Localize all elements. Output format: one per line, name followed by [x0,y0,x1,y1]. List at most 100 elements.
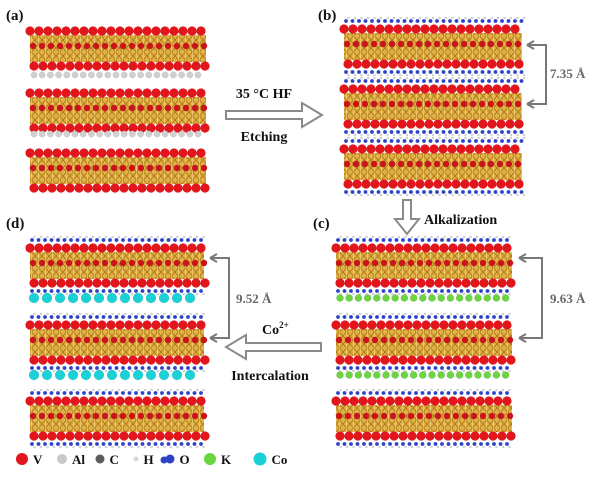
oxygen-atom [349,238,353,242]
vanadium-atom [92,104,100,112]
etching-condition: 35 °C HF [236,87,292,102]
vanadium-atom [514,59,524,69]
oxygen-atom [389,19,394,23]
oxygen-atom [454,70,459,74]
vanadium-atom [424,59,434,69]
vanadium-atom [119,355,129,365]
hydrogen-atom [423,388,427,392]
hydrogen-atom [470,136,474,140]
oxygen-atom [493,70,498,74]
oxygen-atom [388,315,392,319]
vanadium-atom [160,88,170,98]
hydrogen-atom [397,445,401,449]
oxygen-atom [427,391,431,395]
oxygen-atom [134,366,138,370]
oxygen-atom [375,442,379,446]
hydrogen-atom [443,369,446,373]
vanadium-atom [484,320,494,330]
oxygen-atom [446,366,451,370]
hydrogen-atom [516,136,519,140]
vanadium-atom [79,26,89,36]
hydrogen-atom [104,388,108,392]
vanadium-atom [448,320,458,330]
vanadium-atom [370,160,378,168]
oxygen-atom [381,442,386,446]
hydrogen-atom [462,235,466,239]
hydrogen-atom [425,193,428,197]
vanadium-atom [74,259,82,267]
vanadium-atom [487,160,495,168]
oxygen-atom [88,238,93,242]
hydrogen-atom [143,388,147,392]
vanadium-atom [438,24,448,34]
cobalt-ion [119,369,131,381]
hydrogen-atom [436,388,440,392]
oxygen-atom [422,70,426,74]
hydrogen-atom [470,193,474,197]
oxygen-atom [95,366,99,370]
vanadium-atom [362,278,372,288]
oxygen-atom [448,79,452,83]
vanadium-atom [25,320,35,330]
hydrogen-atom [451,193,454,197]
hydrogen-atom [156,312,160,316]
hydrogen-atom [202,292,205,296]
hydrogen-atom [176,445,179,449]
vanadium-atom [43,88,53,98]
hydrogen-atom [417,388,420,392]
oxygen-atom [95,391,99,395]
hydrogen-atom [469,445,472,449]
hydrogen-atom [384,235,388,239]
hydrogen-atom [353,16,357,20]
hydrogen-atom [469,388,472,392]
aluminium-atom [120,130,128,138]
legend-item-v: V [16,452,43,467]
vanadium-atom [164,183,174,193]
vanadium-atom [160,243,170,253]
hydrogen-atom [423,369,427,373]
hydrogen-atom [431,73,435,77]
oxygen-atom [472,315,477,319]
vanadium-atom [403,320,413,330]
aluminium-atom [153,130,161,138]
hydrogen-atom [522,16,526,20]
oxygen-atom [422,130,426,134]
vanadium-atom [101,355,111,365]
vanadium-atom [191,42,199,50]
hydrogen-atom [397,235,401,239]
vanadium-atom [470,278,480,288]
aluminium-atom [55,130,62,138]
vanadium-atom [38,61,48,71]
hydrogen-atom [392,73,396,77]
vanadium-atom [101,61,111,71]
vanadium-atom [137,278,147,288]
vanadium-atom [155,355,165,365]
vanadium-atom [460,59,470,69]
hydrogen-atom [366,193,370,197]
vanadium-atom [362,259,370,267]
oxygen-atom [114,366,119,370]
vanadium-atom [155,278,165,288]
aluminium-atom [63,71,71,79]
hydrogen-atom [418,73,422,77]
mxene-slab [331,235,516,296]
vanadium-atom [65,183,75,193]
oxygen-atom [160,442,164,446]
oxygen-atom [435,139,439,143]
oxygen-atom [49,315,54,319]
vanadium-atom [146,164,154,172]
vanadium-atom [510,84,520,94]
hydrogen-atom [456,312,459,316]
vanadium-atom [47,431,57,441]
vanadium-atom [56,104,64,112]
vanadium-atom [56,123,66,133]
hydrogen-atom [423,292,427,296]
vanadium-atom [29,123,39,133]
vanadium-atom [505,119,515,129]
vanadium-atom [124,396,134,406]
vanadium-atom [505,59,515,69]
legend-item-al: Al [57,452,85,467]
vanadium-atom [173,278,183,288]
oxygen-atom [363,139,368,143]
oxygen-atom [30,238,34,242]
